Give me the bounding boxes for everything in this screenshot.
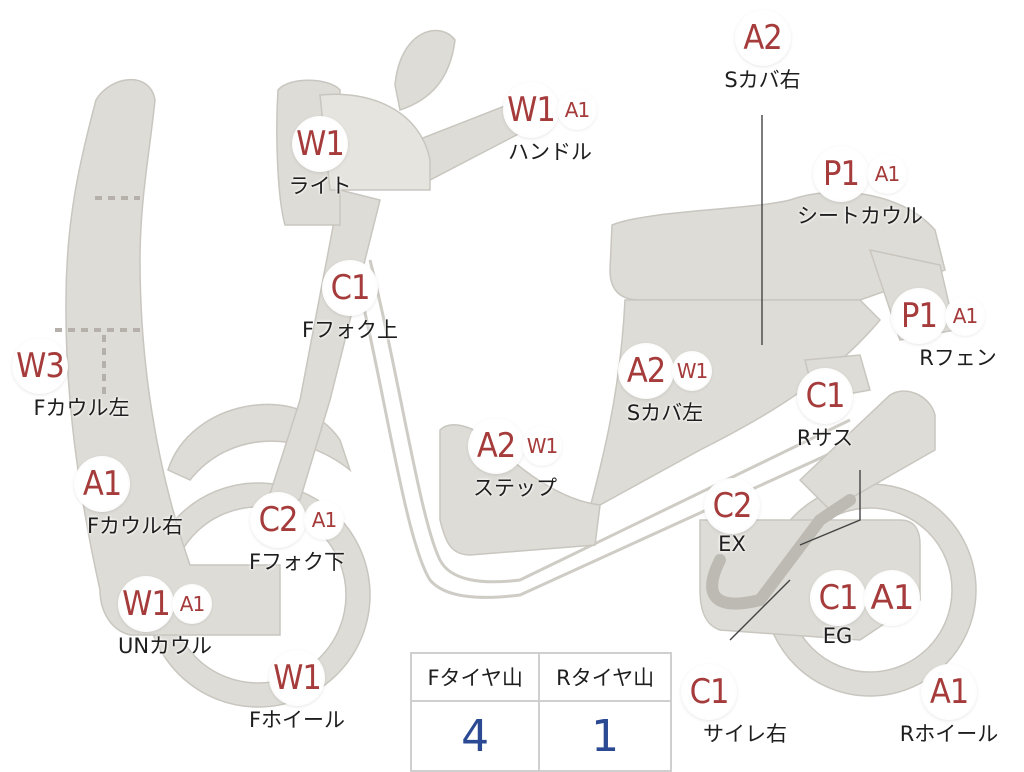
part-label-light: W1 ライト bbox=[280, 118, 360, 200]
damage-code: W1 bbox=[294, 118, 346, 170]
part-name: Fフォク上 bbox=[301, 318, 399, 342]
damage-code: A2 bbox=[620, 345, 672, 397]
tire-depth-table: Fタイヤ山 Rタイヤ山 4 1 bbox=[409, 652, 672, 772]
damage-code: C2 bbox=[706, 480, 758, 532]
damage-code: W3 bbox=[14, 340, 66, 392]
part-name: EG bbox=[822, 624, 853, 648]
damage-code: C1 bbox=[812, 572, 864, 624]
part-label-f-cowl-left: W3 Fカウル左 bbox=[14, 340, 149, 422]
front-tire-value: 4 bbox=[409, 700, 541, 772]
part-label-s-cover-right: A2 Sカバ右 bbox=[715, 12, 810, 94]
part-name: ステップ bbox=[473, 476, 557, 500]
rear-tire-value: 1 bbox=[538, 700, 672, 772]
damage-code: W1 bbox=[524, 428, 560, 464]
part-label-f-wheel: W1 Fホイール bbox=[232, 652, 362, 734]
part-label-silencer-right: C1 サイレ右 bbox=[680, 666, 810, 748]
damage-code: P1 bbox=[893, 290, 945, 342]
part-label-seat-cowl: P1 A1 シートカウル bbox=[780, 148, 940, 230]
part-label-f-fork-upper: C1 Fフォク上 bbox=[290, 262, 410, 344]
damage-code: C2 bbox=[252, 494, 304, 546]
part-name: Rホイール bbox=[899, 722, 999, 746]
exhaust-pipe bbox=[706, 494, 856, 610]
damage-code: A2 bbox=[736, 12, 789, 64]
part-name: Sカバ左 bbox=[626, 401, 704, 425]
front-tire-header: Fタイヤ山 bbox=[409, 652, 541, 702]
part-label-engine: C1 A1 EG bbox=[805, 572, 925, 648]
part-label-r-suspension: C1 Rサス bbox=[785, 370, 865, 452]
damage-code: A1 bbox=[869, 156, 905, 192]
part-name: EX bbox=[718, 532, 746, 556]
damage-code: C1 bbox=[683, 666, 735, 718]
damage-code: A1 bbox=[923, 666, 975, 718]
part-name: Fフォク下 bbox=[248, 550, 346, 574]
damage-code: W1 bbox=[120, 578, 172, 630]
part-name: UNカウル bbox=[117, 634, 213, 658]
damage-code: A1 bbox=[306, 502, 342, 538]
damage-code: W1 bbox=[271, 652, 323, 704]
part-name: Rサス bbox=[796, 426, 854, 450]
part-name: Fカウル左 bbox=[33, 396, 130, 420]
part-label-exhaust: C2 EX bbox=[692, 480, 772, 556]
damage-code: A2 bbox=[470, 420, 522, 472]
mirror-shape bbox=[394, 29, 456, 111]
tire-depth-value-row: 4 1 bbox=[409, 700, 672, 772]
part-name: Sカバ右 bbox=[724, 68, 801, 92]
part-label-f-fork-lower: C2 A1 Fフォク下 bbox=[232, 494, 362, 576]
part-name: サイレ右 bbox=[703, 722, 787, 746]
damage-code: A1 bbox=[866, 572, 918, 624]
head-body-shape bbox=[319, 93, 431, 191]
damage-code: A1 bbox=[174, 586, 210, 622]
leader-r-suspension bbox=[799, 470, 861, 546]
tire-depth-header-row: Fタイヤ山 Rタイヤ山 bbox=[409, 652, 672, 702]
damage-code: W1 bbox=[505, 84, 557, 136]
frame-tube-2 bbox=[353, 269, 861, 599]
part-label-r-fender: P1 A1 Rフェン bbox=[868, 290, 1008, 372]
part-label-step: A2 W1 ステップ bbox=[455, 420, 575, 502]
damage-code: P1 bbox=[815, 148, 867, 200]
damage-code: C1 bbox=[324, 262, 376, 314]
frame-tube bbox=[368, 259, 851, 584]
part-name: Fカウル右 bbox=[86, 514, 184, 538]
part-label-r-wheel: A1 Rホイール bbox=[890, 666, 1008, 748]
part-name: ハンドル bbox=[508, 140, 592, 164]
part-label-s-cover-left: A2 W1 Sカバ左 bbox=[615, 345, 715, 427]
damage-code: C1 bbox=[799, 370, 851, 422]
part-name: シートカウル bbox=[797, 204, 923, 228]
damage-code: A1 bbox=[947, 298, 983, 334]
part-name: Rフェン bbox=[919, 346, 997, 370]
part-name: ライト bbox=[288, 174, 352, 198]
part-label-f-cowl-right: A1 Fカウル右 bbox=[76, 458, 190, 540]
damage-code: A1 bbox=[559, 92, 595, 128]
damage-code: A1 bbox=[76, 458, 128, 510]
part-label-handle: W1 A1 ハンドル bbox=[490, 84, 610, 166]
part-name: Fホイール bbox=[248, 708, 346, 732]
leader-silencer bbox=[729, 579, 791, 641]
swingarm-shape bbox=[798, 390, 936, 511]
rear-tire-header: Rタイヤ山 bbox=[538, 652, 672, 702]
part-label-under-cowl: W1 A1 UNカウル bbox=[100, 578, 230, 660]
damage-code: W1 bbox=[674, 353, 710, 389]
